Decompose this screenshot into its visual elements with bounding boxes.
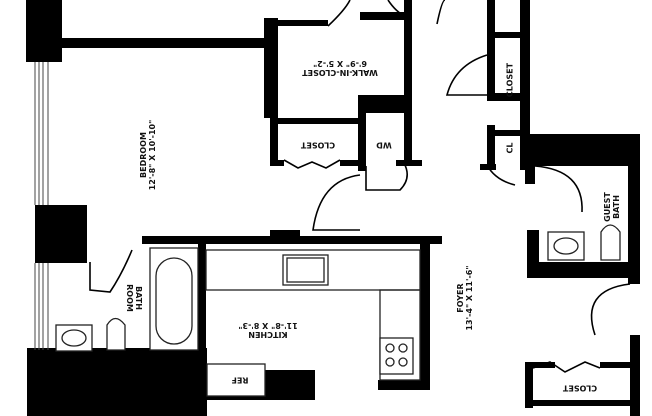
ref-label: REF — [231, 375, 249, 385]
closet-top-right-name: CLOSET — [505, 62, 515, 98]
kitchen-label: KITCHEN 11'-8" X 8'-3" — [238, 321, 297, 339]
bedroom-size: 12'-8" X 10'-10" — [148, 119, 157, 191]
bedroom-label: BEDROOM 12'-8" X 10'-10" — [139, 120, 157, 191]
bathroom-line1: BATH — [134, 286, 144, 310]
wd-label: WD — [376, 140, 392, 150]
foyer-name: FOYER — [455, 283, 465, 313]
foyer-size: 13'-4" X 11'-6" — [465, 265, 474, 331]
closet-bottom-right-name: CLOSET — [562, 383, 598, 393]
bedroom-name: BEDROOM — [138, 132, 148, 178]
wd-name: WD — [376, 140, 392, 150]
cl-label: CL — [505, 143, 514, 154]
closet-top-right-label: CLOSET — [505, 63, 514, 97]
walk-in-closet-name: WALK-IN-CLOSET — [302, 68, 378, 78]
walk-in-closet-label: WALK-IN-CLOSET 6'-9" X 5'-2" — [302, 59, 378, 77]
doors — [89, 0, 631, 373]
walk-in-closet-size: 6'-9" X 5'-2" — [313, 59, 367, 68]
closet-mid-name: CLOSET — [300, 140, 336, 150]
closet-bottom-right-label: CLOSET — [562, 383, 598, 393]
fixtures — [55, 224, 621, 397]
closet-mid-label: CLOSET — [300, 140, 336, 150]
bathroom-line2: ROOM — [125, 284, 134, 312]
guest-bath-line2: BATH — [612, 195, 621, 219]
kitchen-size: 11'-8" X 8'-3" — [238, 321, 298, 330]
foyer-label: FOYER 13'-4" X 11'-6" — [456, 265, 474, 330]
ref-name: REF — [231, 375, 249, 385]
guest-bath-label: GUEST BATH — [603, 192, 621, 222]
kitchen-name: KITCHEN — [248, 330, 288, 340]
bathroom-label: BATH ROOM — [125, 284, 143, 312]
window — [34, 62, 49, 350]
guest-bath-line1: GUEST — [602, 192, 612, 222]
cl-name: CL — [505, 142, 515, 154]
